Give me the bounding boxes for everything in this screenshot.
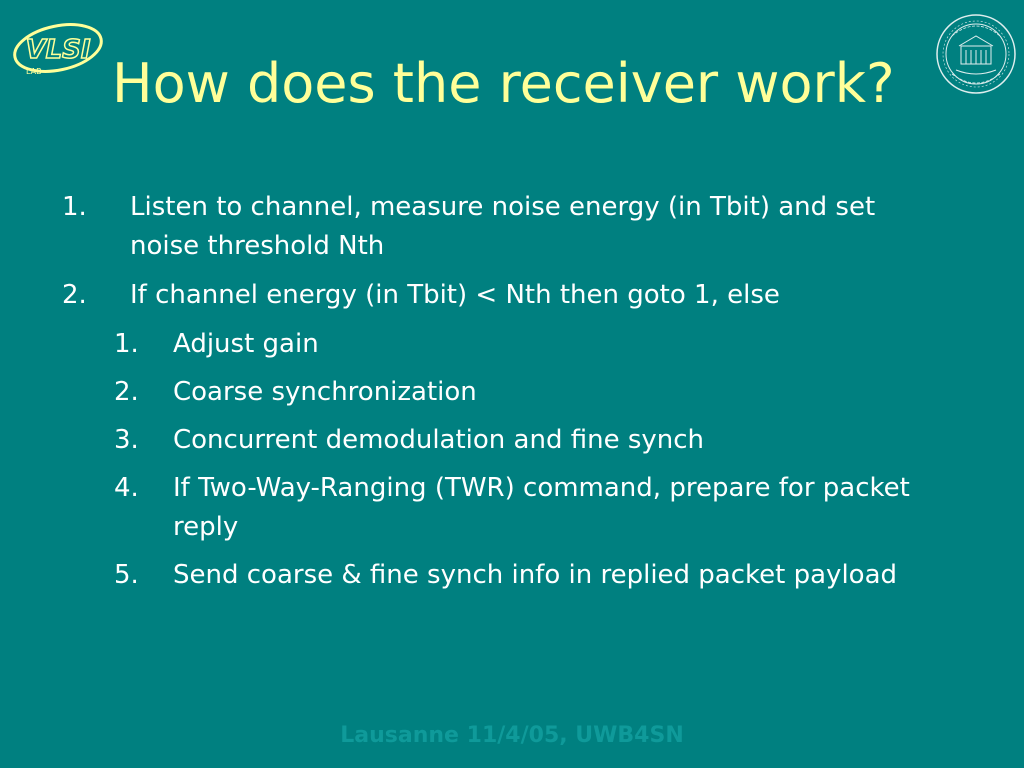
sub-list-item: 4. If Two-Way-Ranging (TWR) command, pre… — [0, 469, 1024, 547]
slide-footer: Lausanne 11/4/05, UWB4SN — [340, 723, 684, 748]
vlsi-logo-text: VLSI — [25, 35, 90, 65]
sub-list-item-number: 3. — [114, 425, 139, 455]
sub-list-item-text: If Two-Way-Ranging (TWR) command, prepar… — [173, 473, 910, 542]
list-item-number: 2. — [62, 280, 87, 310]
sub-list-item-text: Coarse synchronization — [173, 377, 477, 407]
list-item-text: Listen to channel, measure noise energy … — [130, 192, 876, 261]
step-list: 1. Listen to channel, measure noise ener… — [0, 188, 1024, 604]
slide-title: How does the receiver work? — [112, 52, 895, 115]
sub-list-item-text: Adjust gain — [173, 329, 319, 359]
sub-list-item-number: 2. — [114, 377, 139, 407]
sub-list-item-number: 5. — [114, 560, 139, 590]
list-item-text: If channel energy (in Tbit) < Nth then g… — [130, 280, 780, 310]
sub-list-item-number: 1. — [114, 329, 139, 359]
university-seal-icon — [934, 12, 1018, 96]
list-item: 2. If channel energy (in Tbit) < Nth the… — [0, 276, 1024, 315]
list-item: 1. Listen to channel, measure noise ener… — [0, 188, 1024, 266]
sub-list-item-text: Concurrent demodulation and fine synch — [173, 425, 705, 455]
sub-list-item: 5. Send coarse & fine synch info in repl… — [0, 556, 1024, 595]
sub-list-item-text: Send coarse & fine synch info in replied… — [173, 560, 898, 590]
sub-list-item-number: 4. — [114, 473, 139, 503]
sub-list-item: 3. Concurrent demodulation and fine sync… — [0, 421, 1024, 460]
list-item-number: 1. — [62, 192, 87, 222]
sub-list-item: 1. Adjust gain — [0, 325, 1024, 364]
sub-list-item: 2. Coarse synchronization — [0, 373, 1024, 412]
vlsi-logo-subtext: LAB — [26, 67, 42, 76]
vlsi-logo-icon: VLSI LAB — [8, 12, 108, 82]
